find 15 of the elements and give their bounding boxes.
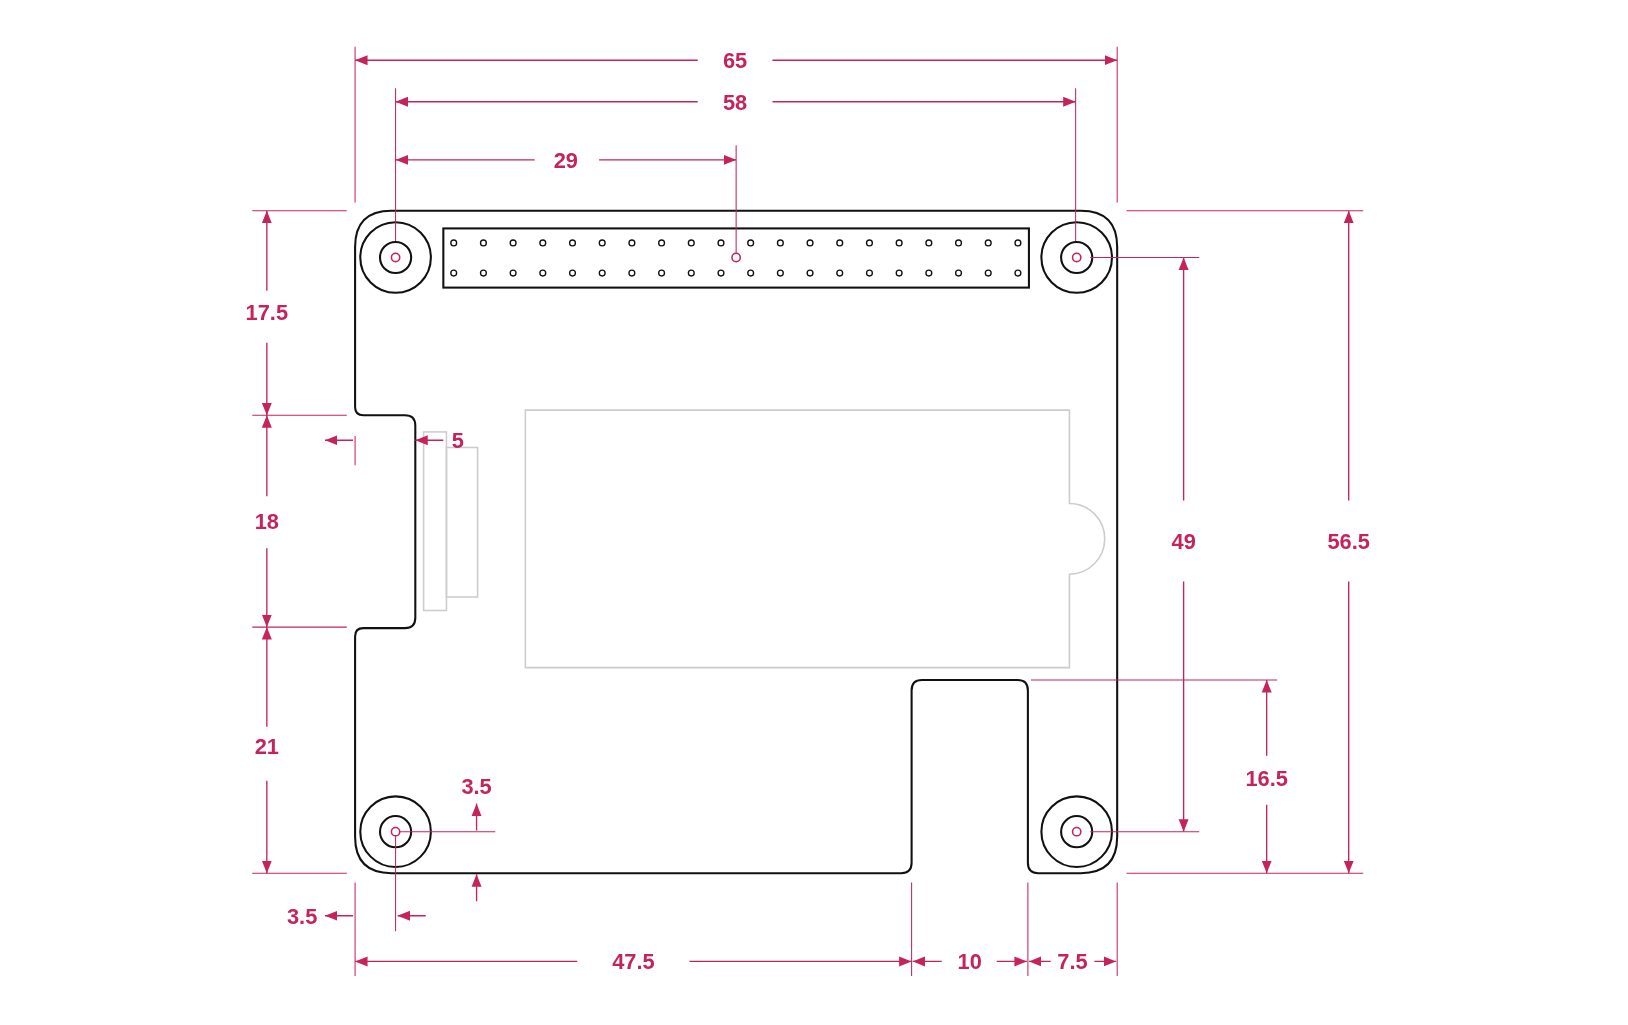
- dimension-label: 18: [254, 510, 279, 533]
- dimension-label: 3.5: [287, 904, 318, 927]
- dimension-label: 17.5: [245, 301, 289, 324]
- dimension-label: 3.5: [461, 775, 492, 797]
- dimension-label: 49: [1171, 530, 1196, 552]
- dimension-label: 29: [553, 149, 578, 171]
- dimension-label: 21: [254, 735, 279, 758]
- dimension-label: 47.5: [612, 950, 655, 973]
- dimension-label: 5: [451, 429, 464, 452]
- dimension-label: 58: [722, 90, 748, 113]
- dimension-label: 65: [722, 49, 748, 72]
- dimension-label: 10: [957, 950, 982, 973]
- dimension-label: 16.5: [1245, 767, 1288, 790]
- dimension-label: 7.5: [1057, 950, 1088, 973]
- dimension-label: 56.5: [1327, 530, 1370, 552]
